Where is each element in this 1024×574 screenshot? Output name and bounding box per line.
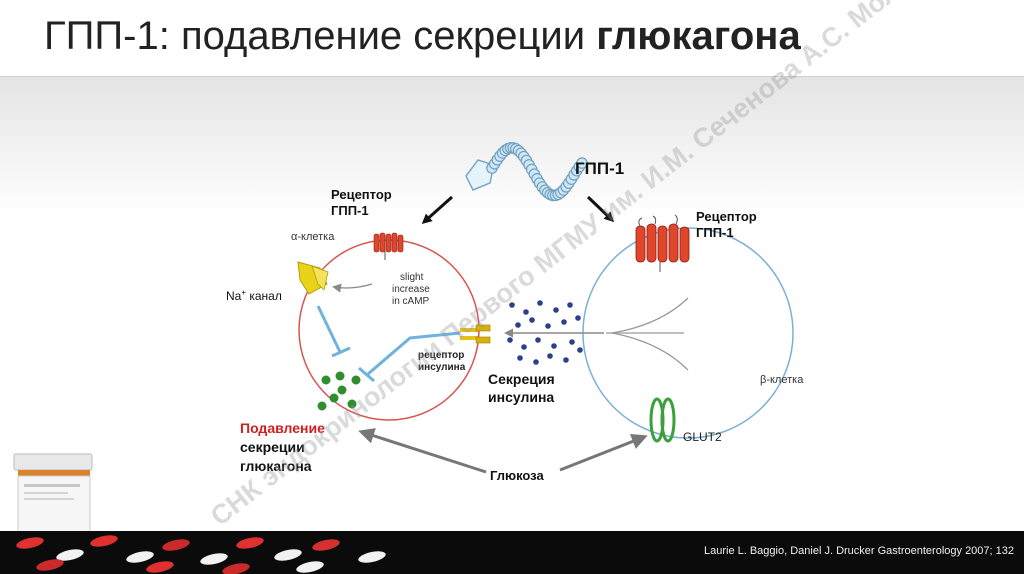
slide-title-normal: ГПП-1: подавление секреции (44, 14, 597, 58)
glp1-peptide-chain (465, 142, 588, 202)
beta-signal-fan (611, 297, 689, 371)
insulin-granule (567, 302, 573, 308)
camp-label-1: slight (400, 272, 424, 283)
receptor-right-label-1: Рецептор (696, 209, 757, 224)
glp1-arrow-left (421, 195, 453, 224)
insulin-granule (537, 300, 543, 306)
insulin-granule (533, 359, 539, 365)
suppression-label-3: глюкагона (240, 458, 312, 474)
insulin-granule (507, 337, 513, 343)
na-channel-label: Na+ канал (226, 288, 282, 303)
suppression-label-2: секреции (240, 439, 305, 455)
glucagon-granule (321, 375, 331, 385)
glucose-label: Глюкоза (490, 468, 544, 483)
insulin-granule (547, 353, 553, 359)
insulin-receptor-label-1: рецептор (418, 350, 464, 361)
inhibition-line-2 (367, 331, 461, 376)
pill (162, 539, 190, 551)
insulin-granule (561, 319, 567, 325)
bottle-cap (13, 453, 93, 471)
glucagon-granule (335, 371, 345, 381)
glp1-receptor-alpha (373, 232, 404, 253)
glut2-icon (649, 397, 676, 443)
beta-cell-label: β-клетка (760, 374, 804, 386)
insulin-granule (517, 355, 523, 361)
inhibition-line-1 (316, 305, 342, 353)
insulin-granule (523, 309, 529, 315)
insulin-granule (529, 317, 535, 323)
suppression-label-1: Подавление (240, 420, 325, 436)
camp-label-3: in cAMP (392, 296, 430, 307)
glucagon-granule (317, 401, 327, 411)
glp1-bead-chain (486, 142, 588, 202)
title-divider (0, 76, 1024, 77)
insulin-granule (575, 315, 581, 321)
receptor-right-label-2: ГПП-1 (696, 225, 734, 240)
insulin-granules (507, 300, 583, 365)
glucose-arrow-left (358, 428, 487, 474)
insulin-granule (521, 344, 527, 350)
glp1-receptor-beta (635, 223, 690, 263)
slide-title: ГПП-1: подавление секреции глюкагона (44, 14, 801, 59)
glucagon-granule (351, 375, 361, 385)
insulin-granule (545, 323, 551, 329)
pill (236, 537, 264, 549)
glucagon-granule (337, 385, 347, 395)
insulin-secretion-label-2: инсулина (488, 389, 554, 405)
pill (358, 551, 386, 563)
insulin-granule (569, 339, 575, 345)
pill (16, 537, 44, 549)
insulin-secretion-label-1: Секреция (488, 371, 555, 387)
pill (56, 549, 84, 561)
glut2-label: GLUT2 (683, 430, 722, 444)
glucagon-granule (329, 393, 339, 403)
glp1-arrow-right (586, 195, 615, 223)
pill (222, 563, 250, 574)
camp-label-2: increase (392, 284, 430, 295)
insulin-granule (553, 307, 559, 313)
pill (312, 539, 340, 551)
insulin-granule (509, 302, 515, 308)
glucagon-granule (347, 399, 357, 409)
glucose-arrow-right (559, 433, 648, 472)
pill (126, 551, 154, 563)
insulin-granule (577, 347, 583, 353)
pill (90, 535, 118, 547)
alpha-cell-label: α-клетка (291, 231, 335, 243)
insulin-receptor-icon (460, 324, 491, 344)
receptor-left-label-1: Рецептор (331, 187, 392, 202)
glucagon-granules (317, 371, 361, 411)
pill (274, 549, 302, 561)
receptor-left-label-2: ГПП-1 (331, 203, 369, 218)
insulin-receptor-label-2: инсулина (418, 362, 466, 373)
na-channel-icon (297, 261, 329, 295)
pill (296, 561, 324, 573)
insulin-granule (535, 337, 541, 343)
camp-to-channel-arrow (332, 283, 373, 293)
insulin-granule (563, 357, 569, 363)
inhibition-bar-2 (358, 366, 375, 383)
pill (200, 553, 228, 565)
insulin-granule (515, 322, 521, 328)
pill (36, 559, 64, 571)
insulin-granule (551, 343, 557, 349)
citation: Laurie L. Baggio, Daniel J. Drucker Gast… (703, 545, 1014, 557)
pill (146, 561, 174, 573)
glp1-label: ГПП-1 (575, 159, 624, 178)
glp1-bead (576, 157, 588, 169)
slide-title-bold: глюкагона (596, 14, 801, 58)
inhibition-bar-1 (331, 346, 351, 358)
receptor-loops-beta (638, 214, 678, 227)
pills-decoration (16, 535, 386, 574)
